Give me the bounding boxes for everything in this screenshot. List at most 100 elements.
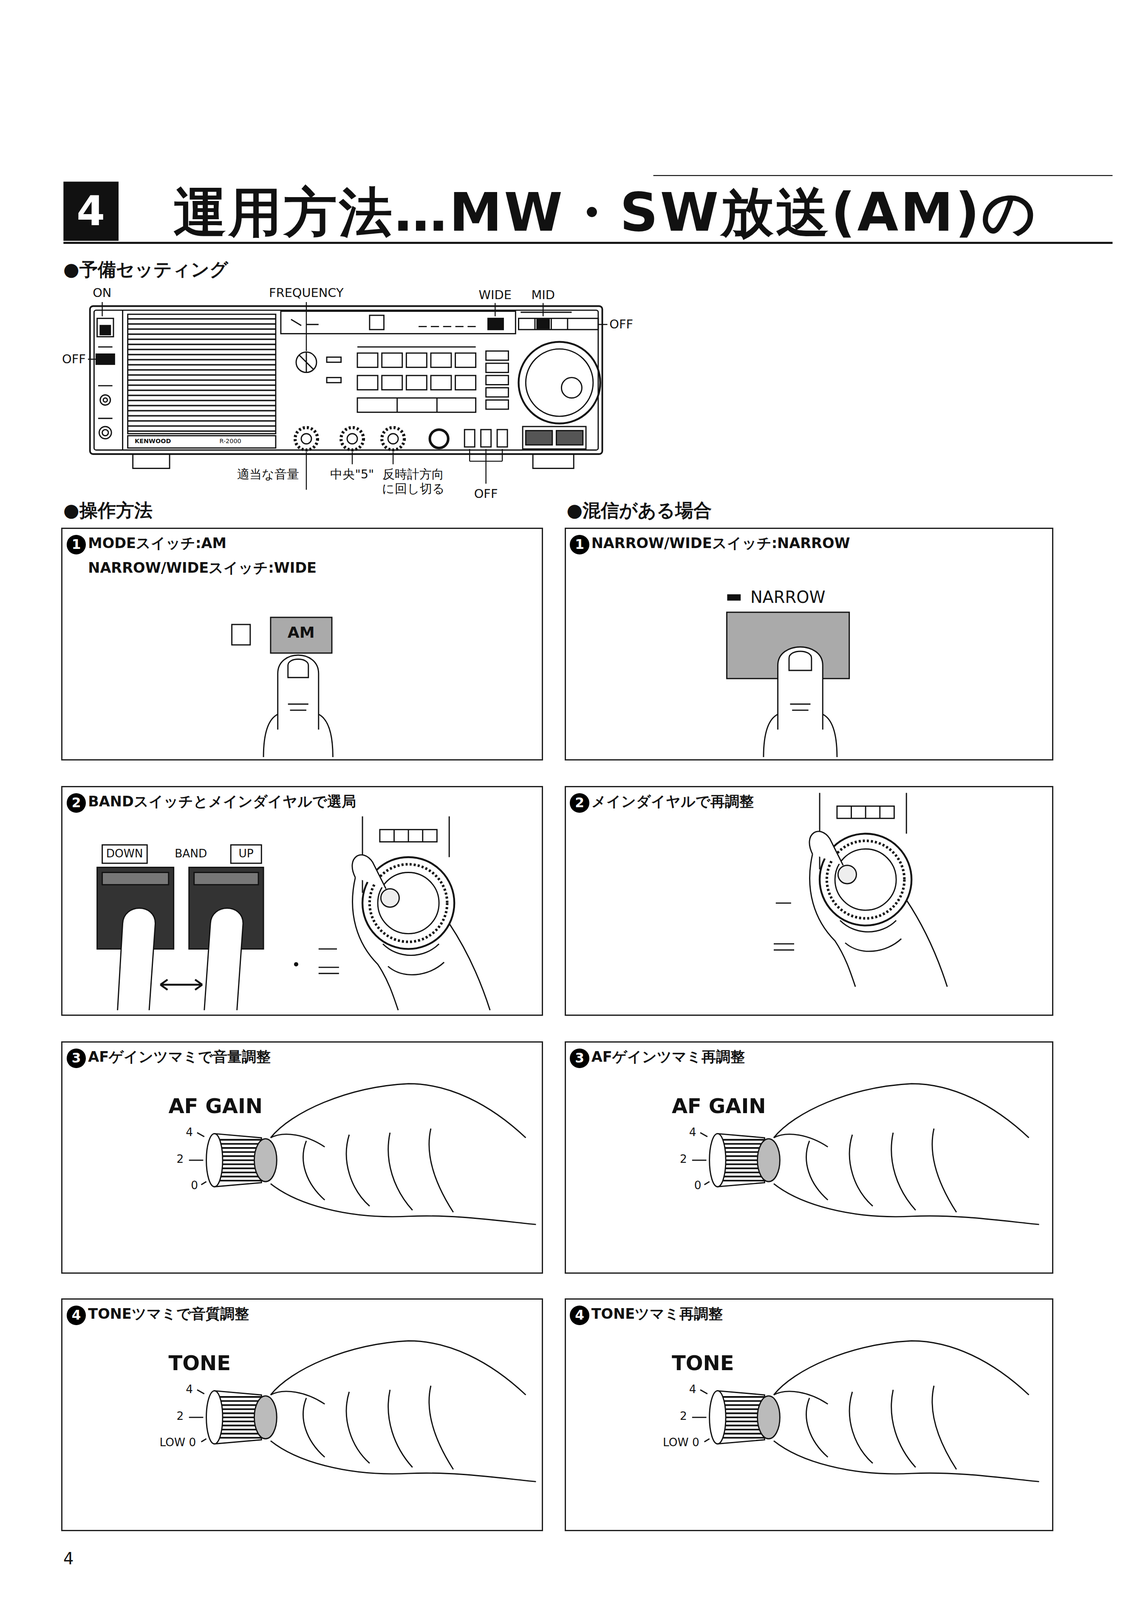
step-number: 3 <box>569 1048 590 1069</box>
receiver-illustration <box>486 387 509 398</box>
button-label: UP <box>238 847 254 861</box>
receiver-illustration <box>518 318 599 330</box>
am-button-illustration <box>263 714 333 758</box>
tone-knob-illustration <box>189 1341 537 1482</box>
scale-number: LOW 0 <box>662 1436 700 1449</box>
receiver-illustration <box>430 429 449 448</box>
switch-label: ON <box>92 285 112 300</box>
leader-lines <box>87 302 608 360</box>
receiver-illustration <box>381 353 403 368</box>
receiver-illustration <box>127 435 276 449</box>
step-number: 4 <box>569 1305 590 1326</box>
receiver-illustration <box>99 426 112 439</box>
receiver-illustration <box>93 310 598 450</box>
am-button-illustration <box>231 624 251 646</box>
switch-label: OFF <box>474 486 498 501</box>
dash-marks <box>773 903 795 951</box>
receiver-illustration <box>341 427 364 450</box>
scale-number: 4 <box>185 1383 193 1396</box>
page-title: 運用方法…MW・SW放送(AM)の <box>173 181 1038 244</box>
title-rules <box>63 175 1113 244</box>
knob-label: TONE <box>168 1351 231 1375</box>
band-buttons-illustration <box>97 845 340 1011</box>
receiver-illustration <box>102 429 109 436</box>
am-button-illustration <box>277 655 319 730</box>
leader-lines <box>469 449 503 484</box>
receiver-illustration <box>326 357 342 363</box>
title-rules <box>653 175 1113 176</box>
receiver-illustration <box>100 325 111 335</box>
knob-label: TONE <box>671 1351 735 1375</box>
receiver-illustration <box>98 417 113 419</box>
receiver-illustration <box>497 429 508 448</box>
step-panel: 2BANDスイッチとメインダイヤルで選局 <box>61 786 544 1016</box>
receiver-illustration <box>103 398 108 403</box>
brand-name: KENWOOD <box>134 437 171 445</box>
band-buttons-illustration <box>230 845 262 864</box>
main-dial-illustration <box>809 792 948 987</box>
main-dial-illustration <box>352 816 490 1011</box>
receiver-illustration <box>537 319 550 329</box>
knob-label: AF GAIN <box>168 1094 263 1118</box>
title-rules <box>63 181 119 241</box>
narrow-button-illustration <box>763 714 838 758</box>
scale-number: 2 <box>176 1152 184 1166</box>
am-button-illustration <box>288 704 309 711</box>
receiver-illustration <box>486 375 509 385</box>
step-heading: MODEスイッチ:AM <box>87 534 227 552</box>
step-number: 3 <box>66 1048 87 1069</box>
button-label: DOWN <box>106 847 144 861</box>
receiver-illustration <box>406 353 427 368</box>
scale-number: 2 <box>679 1409 688 1423</box>
band-buttons-illustration <box>318 949 340 974</box>
receiver-illustration <box>455 353 476 368</box>
section-heading: ●混信がある場合 <box>566 500 712 522</box>
control-label: FREQUENCY <box>268 285 344 300</box>
receiver-illustration <box>486 350 509 361</box>
receiver-illustration <box>486 363 509 373</box>
model-name: R-2000 <box>219 437 242 445</box>
am-button-illustration <box>270 617 332 654</box>
am-button-illustration <box>288 659 309 678</box>
band-buttons-illustration <box>204 908 244 1011</box>
dash-marks <box>773 903 795 951</box>
receiver-illustration <box>291 319 476 327</box>
receiver-illustration <box>556 430 583 446</box>
step-number: 2 <box>569 793 590 813</box>
receiver-illustration <box>90 306 603 469</box>
step-number: 1 <box>569 534 590 555</box>
section-number: 4 <box>76 187 105 235</box>
receiver-illustration <box>132 454 170 469</box>
receiver-illustration <box>90 306 603 455</box>
receiver-illustration <box>96 353 115 365</box>
narrow-button-illustration <box>789 651 812 671</box>
receiver-illustration <box>357 375 378 391</box>
receiver-illustration <box>381 427 405 450</box>
setting-note: 適当な音量 <box>237 467 300 482</box>
step-heading: NARROW/WIDEスイッチ:NARROW <box>591 534 851 552</box>
receiver-illustration <box>301 433 312 445</box>
step-number: 4 <box>66 1305 87 1326</box>
am-button-illustration <box>231 617 334 758</box>
band-buttons-illustration <box>160 979 202 991</box>
receiver-illustration <box>121 310 124 450</box>
scale-number: 2 <box>679 1152 688 1166</box>
receiver-illustration <box>98 384 113 387</box>
receiver-illustration <box>518 342 601 424</box>
band-buttons-illustration <box>194 872 259 886</box>
step-panel: 1NARROW/WIDEスイッチ:NARROW <box>564 527 1054 761</box>
step-number: 1 <box>66 534 87 555</box>
button-label: AM <box>287 623 315 642</box>
step-heading: AFゲインツマミ再調整 <box>591 1048 745 1066</box>
receiver-illustration <box>369 315 385 330</box>
receiver-illustration <box>561 377 582 399</box>
receiver-illustration <box>98 346 113 348</box>
step-panel: 4TONEツマミで音質調整 <box>61 1298 544 1532</box>
receiver-illustration <box>480 429 492 448</box>
receiver-illustration <box>525 430 552 446</box>
receiver-illustration <box>357 398 476 413</box>
step-heading: BANDスイッチとメインダイヤルで選局 <box>87 793 357 811</box>
knob-label: AF GAIN <box>671 1094 767 1118</box>
step-panel: 3AFゲインツマミで音量調整 <box>61 1041 544 1275</box>
scale-number: 4 <box>689 1383 697 1396</box>
